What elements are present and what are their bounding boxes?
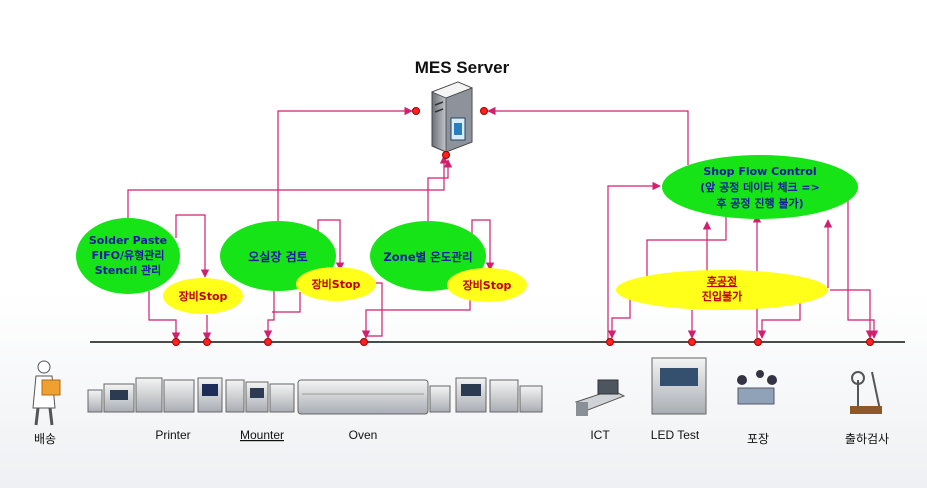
stop-badge-2: 장비Stop: [296, 267, 376, 301]
label-mounter: Mounter: [240, 428, 284, 442]
no-next-line-2: 진입불가: [702, 289, 742, 303]
stop-badge-1-label: 장비Stop: [179, 289, 228, 303]
shopflow-line-2: (앞 공정 데이터 체크 =>: [700, 180, 820, 194]
stop-badge-2-label: 장비Stop: [312, 277, 361, 291]
shipping-inspection-icon: [850, 371, 882, 414]
solder-line-2: FIFO/유형관리: [92, 248, 165, 262]
solder-line-3: Stencil 관리: [95, 263, 162, 277]
stop-badge-3-label: 장비Stop: [463, 278, 512, 292]
zone-label: Zone별 온도관리: [383, 250, 472, 264]
ohsil-label: 오실장 검토: [248, 249, 307, 264]
no-next-process-block: 후공정 진입불가: [616, 270, 828, 310]
solder-paste-block: Solder Paste FIFO/유형관리 Stencil 관리: [76, 218, 180, 294]
shop-flow-control-block: Shop Flow Control (앞 공정 데이터 체크 => 후 공정 진…: [662, 155, 858, 219]
label-delivery: 배송: [34, 432, 56, 446]
shopflow-line-3: 후 공정 진행 불가): [716, 196, 803, 210]
label-oven: Oven: [349, 428, 378, 442]
label-packing: 포장: [747, 432, 769, 446]
label-led-test: LED Test: [651, 428, 700, 442]
label-printer: Printer: [155, 428, 190, 442]
smt-line-machines: [87, 377, 543, 415]
ict-machine-icon: [574, 379, 626, 416]
server-icon: [430, 81, 474, 153]
no-next-line-1: 후공정: [707, 274, 737, 288]
label-ict: ICT: [590, 428, 610, 442]
solder-line-1: Solder Paste: [89, 234, 167, 247]
led-test-machine-icon: [651, 357, 707, 415]
stop-badge-1: 장비Stop: [163, 278, 243, 314]
zone-temp-block: Zone별 온도관리: [370, 221, 486, 291]
stop-badge-3: 장비Stop: [447, 268, 527, 302]
connection-nodes: [172, 107, 874, 346]
signal-wires: [127, 106, 879, 341]
label-shipping-inspection: 출하검사: [845, 432, 889, 446]
packing-workers-icon: [737, 370, 777, 405]
server-title: MES Server: [415, 58, 510, 77]
delivery-person-icon: [32, 360, 61, 426]
shopflow-line-1: Shop Flow Control: [703, 165, 816, 178]
